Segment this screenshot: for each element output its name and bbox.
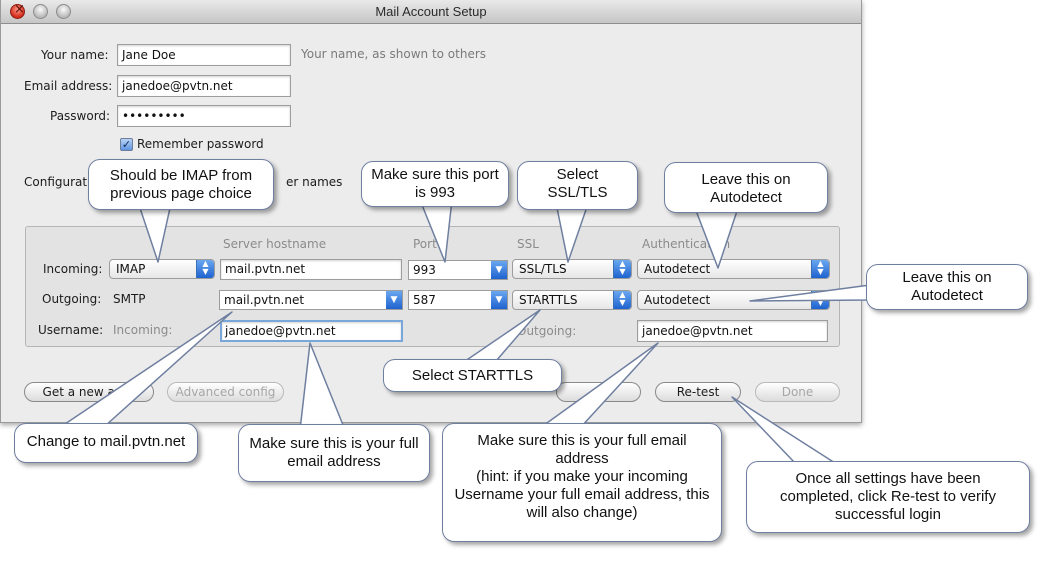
title-bar: Mail Account Setup bbox=[1, 0, 861, 24]
outgoing-ssl-value: STARTTLS bbox=[519, 293, 578, 307]
incoming-protocol-value: IMAP bbox=[116, 262, 146, 276]
callout-retest: Once all settings have been completed, c… bbox=[746, 461, 1030, 533]
retest-button[interactable]: Re-test bbox=[655, 382, 741, 402]
outgoing-label: Outgoing: bbox=[42, 292, 102, 306]
window-title: Mail Account Setup bbox=[375, 4, 487, 19]
outgoing-port-combo[interactable]: 587 ▼ bbox=[408, 290, 508, 310]
chevron-down-icon: ▼ bbox=[491, 261, 507, 279]
minimize-window-button[interactable] bbox=[33, 4, 48, 19]
close-window-button[interactable] bbox=[10, 2, 25, 19]
password-field[interactable]: ••••••••• bbox=[117, 105, 291, 127]
incoming-ssl-value: SSL/TLS bbox=[519, 262, 567, 276]
callout-auth-incoming: Leave this on Autodetect bbox=[664, 162, 828, 213]
username-outgoing-label: Outgoing: bbox=[517, 324, 577, 338]
incoming-auth-value: Autodetect bbox=[644, 262, 711, 276]
outgoing-auth-value: Autodetect bbox=[644, 293, 711, 307]
select-arrows-icon: ▲▼ bbox=[613, 291, 631, 309]
zoom-window-button[interactable] bbox=[56, 4, 71, 19]
callout-hostname: Change to mail.pvtn.net bbox=[14, 423, 198, 463]
your-name-field[interactable]: Jane Doe bbox=[117, 44, 291, 66]
outgoing-hostname-combo[interactable]: mail.pvtn.net ▼ bbox=[219, 290, 403, 310]
outgoing-protocol: SMTP bbox=[113, 292, 146, 306]
incoming-hostname-field[interactable]: mail.pvtn.net bbox=[220, 259, 402, 280]
callout-username-outgoing: Make sure this is your full email addres… bbox=[442, 423, 722, 542]
select-arrows-icon: ▲▼ bbox=[196, 260, 214, 278]
outgoing-port-value: 587 bbox=[413, 293, 436, 307]
incoming-protocol-select[interactable]: IMAP ▲▼ bbox=[109, 259, 215, 279]
outgoing-hostname-value: mail.pvtn.net bbox=[224, 293, 305, 307]
remember-password-label: Remember password bbox=[137, 137, 264, 151]
col-ssl: SSL bbox=[517, 237, 539, 251]
incoming-username-field[interactable]: janedoe@pvtn.net bbox=[220, 320, 403, 342]
incoming-auth-select[interactable]: Autodetect ▲▼ bbox=[637, 259, 830, 279]
callout-username-incoming: Make sure this is your full email addres… bbox=[238, 424, 430, 482]
your-name-label: Your name: bbox=[41, 48, 109, 62]
chevron-down-icon: ▼ bbox=[491, 291, 507, 309]
outgoing-ssl-select[interactable]: STARTTLS ▲▼ bbox=[512, 290, 632, 310]
email-address-field[interactable]: janedoe@pvtn.net bbox=[117, 75, 291, 97]
your-name-hint: Your name, as shown to others bbox=[301, 47, 487, 61]
server-names-text: er names bbox=[286, 175, 343, 189]
incoming-label: Incoming: bbox=[43, 262, 103, 276]
incoming-ssl-select[interactable]: SSL/TLS ▲▼ bbox=[512, 259, 632, 279]
done-button[interactable]: Done bbox=[755, 382, 840, 402]
email-address-label: Email address: bbox=[24, 79, 113, 93]
chevron-down-icon: ▼ bbox=[386, 291, 402, 309]
select-arrows-icon: ▲▼ bbox=[613, 260, 631, 278]
incoming-port-combo[interactable]: 993 ▼ bbox=[408, 260, 508, 280]
col-server-hostname: Server hostname bbox=[223, 237, 327, 251]
username-incoming-label: Incoming: bbox=[113, 323, 173, 337]
select-arrows-icon: ▲▼ bbox=[811, 260, 829, 278]
callout-ssl: Select SSL/TLS bbox=[517, 161, 638, 210]
configuration-text: Configurati bbox=[24, 175, 91, 189]
callout-starttls: Select STARTTLS bbox=[383, 359, 562, 392]
callout-port: Make sure this port is 993 bbox=[361, 161, 509, 207]
incoming-port-value: 993 bbox=[413, 263, 436, 277]
remember-password-checkbox[interactable]: ✓ bbox=[120, 138, 133, 151]
advanced-config-button[interactable]: Advanced config bbox=[167, 382, 284, 402]
callout-imap: Should be IMAP from previous page choice bbox=[88, 159, 274, 210]
username-label: Username: bbox=[38, 323, 104, 337]
outgoing-username-field[interactable]: janedoe@pvtn.net bbox=[637, 320, 828, 342]
callout-auth-outgoing: Leave this on Autodetect bbox=[866, 264, 1028, 310]
col-port: Port bbox=[413, 237, 437, 251]
password-label: Password: bbox=[50, 109, 111, 123]
